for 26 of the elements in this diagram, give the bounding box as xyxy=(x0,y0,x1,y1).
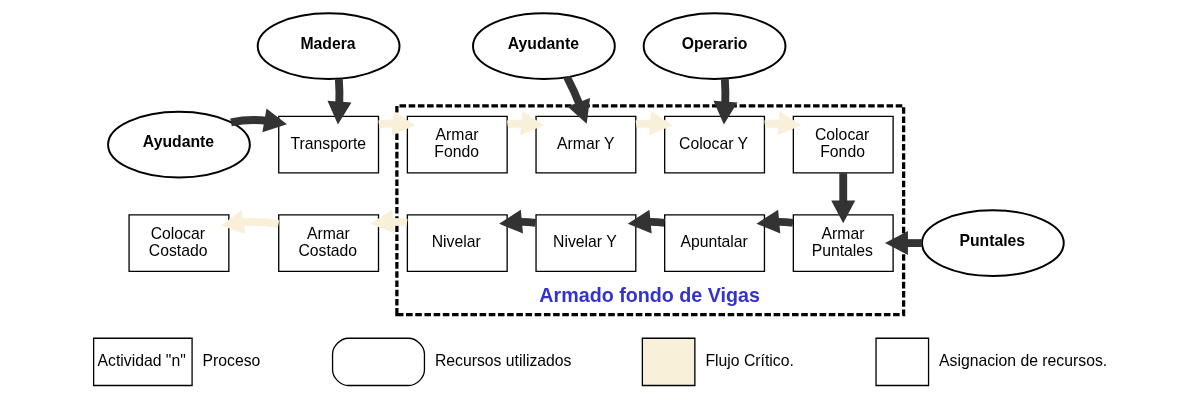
node-ellipse: Puntales xyxy=(921,209,1065,277)
node-box: Nivelar Y xyxy=(535,214,637,272)
arrow xyxy=(713,78,738,125)
legend-label: Proceso xyxy=(202,351,261,369)
node-box: Armar Costado xyxy=(278,214,380,272)
arrow xyxy=(327,78,352,125)
legend-label: Recursos utilizados xyxy=(434,351,572,369)
node-ellipse: Operario xyxy=(642,12,787,80)
node-box: Armar Y xyxy=(535,115,637,174)
arrow xyxy=(230,108,287,133)
node-ellipse: Ayudante xyxy=(107,110,251,179)
legend-label: Asignacion de recursos. xyxy=(939,351,1108,369)
node-box: Armar Puntales xyxy=(792,214,894,272)
arrow xyxy=(220,210,280,234)
node-ellipse: Madera xyxy=(256,12,401,80)
legend-label: Flujo Crítico. xyxy=(705,351,794,369)
node-box: Colocar Y xyxy=(664,115,766,174)
node-box: Apuntalar xyxy=(664,214,766,272)
node-box: Colocar Costado xyxy=(128,214,230,272)
arrow xyxy=(563,75,591,124)
label: Actividad "n" xyxy=(97,351,186,369)
node-box: Nivelar xyxy=(406,214,508,272)
node-box: Armar Fondo xyxy=(406,115,508,174)
node-box: Colocar Fondo xyxy=(792,115,894,174)
node-ellipse: Ayudante xyxy=(472,12,616,80)
node-box: Transporte xyxy=(278,115,380,174)
